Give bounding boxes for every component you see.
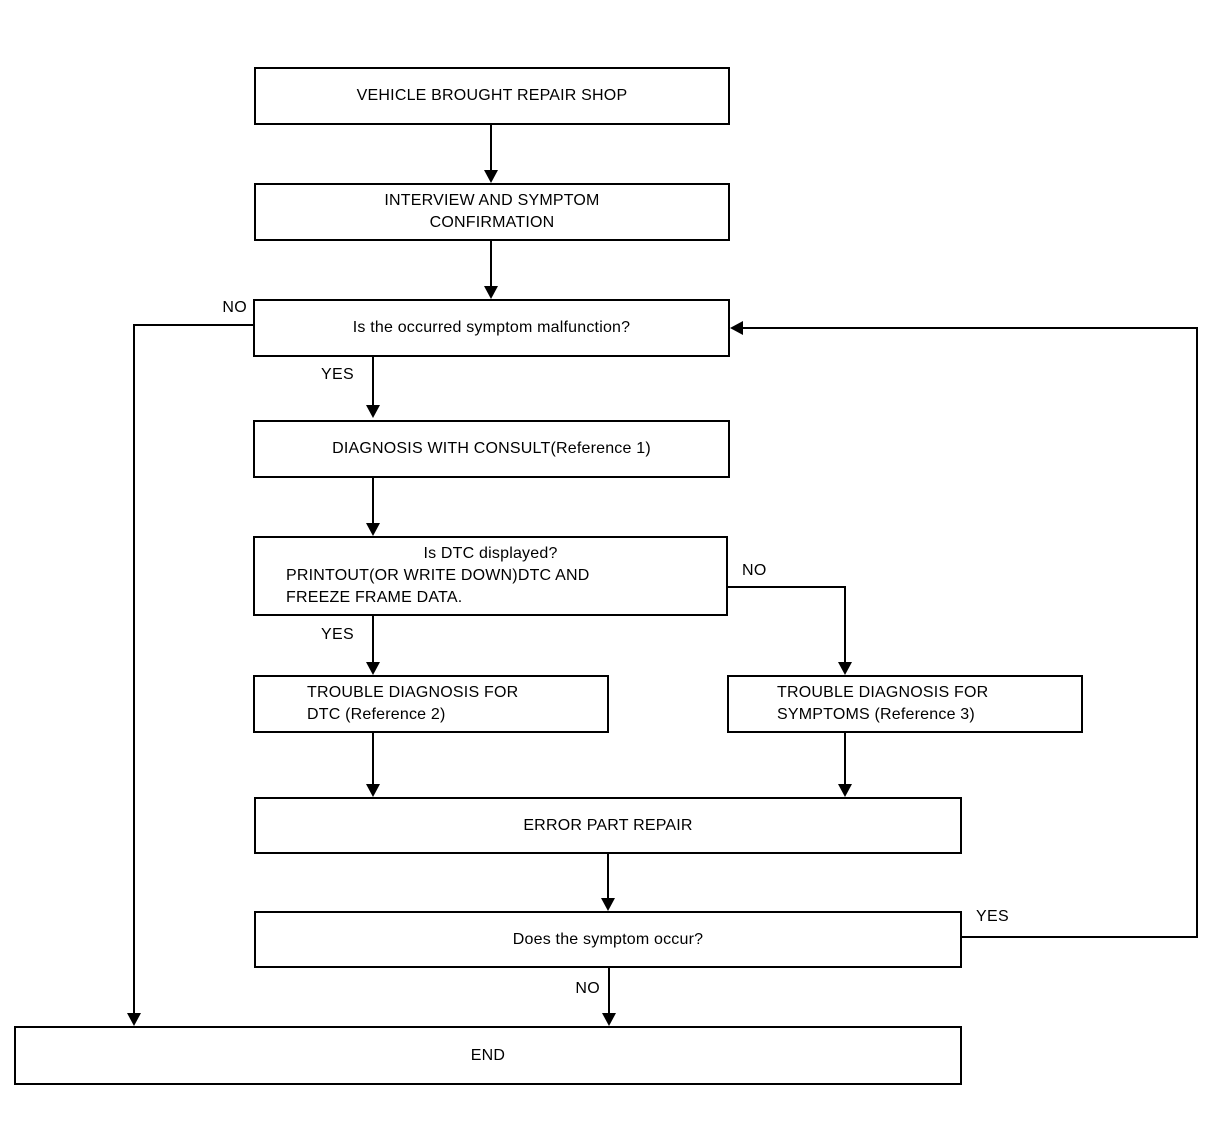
arrowhead-down-icon bbox=[838, 662, 852, 675]
edge-label-yes: YES bbox=[321, 366, 354, 383]
arrowhead-down-icon bbox=[127, 1013, 141, 1026]
connector-interview-symptom bbox=[490, 241, 492, 287]
node-label: DTC (Reference 2) bbox=[307, 706, 446, 723]
node-label: DIAGNOSIS WITH CONSULT(Reference 1) bbox=[332, 440, 651, 457]
arrowhead-down-icon bbox=[838, 784, 852, 797]
edge-label-yes: YES bbox=[976, 908, 1009, 925]
node-label: FREEZE FRAME DATA. bbox=[286, 589, 463, 606]
connector-no-left-horizontal bbox=[133, 324, 253, 326]
edge-label-no: NO bbox=[575, 980, 600, 997]
edge-label-no: NO bbox=[742, 562, 767, 579]
arrowhead-down-icon bbox=[366, 523, 380, 536]
node-label: CONFIRMATION bbox=[429, 214, 555, 231]
node-trouble-diagnosis-dtc: TROUBLE DIAGNOSIS FOR DTC (Reference 2) bbox=[253, 675, 609, 733]
connector-no-dtc-vertical bbox=[844, 586, 846, 663]
node-symptom-malfunction-question: Is the occurred symptom malfunction? bbox=[253, 299, 730, 357]
node-error-part-repair: ERROR PART REPAIR bbox=[254, 797, 962, 854]
node-diagnosis-with-consult: DIAGNOSIS WITH CONSULT(Reference 1) bbox=[253, 420, 730, 478]
connector-yes-dtc bbox=[372, 616, 374, 663]
connector-repair-occur bbox=[607, 854, 609, 899]
connector-consult-dtc bbox=[372, 478, 374, 524]
node-trouble-diagnosis-symptoms: TROUBLE DIAGNOSIS FOR SYMPTOMS (Referenc… bbox=[727, 675, 1083, 733]
node-label: TROUBLE DIAGNOSIS FOR bbox=[307, 684, 519, 701]
node-label: Does the symptom occur? bbox=[512, 930, 704, 948]
connector-no-dtc-horizontal bbox=[728, 586, 846, 588]
node-label: TROUBLE DIAGNOSIS FOR bbox=[777, 684, 989, 701]
connector-yes-return-vertical bbox=[1196, 327, 1198, 938]
arrowhead-down-icon bbox=[366, 662, 380, 675]
node-label: PRINTOUT(OR WRITE DOWN)DTC AND bbox=[286, 567, 590, 584]
arrowhead-down-icon bbox=[602, 1013, 616, 1026]
arrowhead-down-icon bbox=[366, 784, 380, 797]
node-label: Is the occurred symptom malfunction? bbox=[352, 319, 631, 336]
connector-yes-return-top bbox=[742, 327, 1198, 329]
connector-symptoms-repair bbox=[844, 733, 846, 785]
arrowhead-down-icon bbox=[601, 898, 615, 911]
connector-no-end bbox=[608, 968, 610, 1014]
node-end: END bbox=[14, 1026, 962, 1085]
node-label: Is DTC displayed? bbox=[423, 545, 558, 562]
node-label: VEHICLE BROUGHT REPAIR SHOP bbox=[356, 87, 628, 104]
node-label: ERROR PART REPAIR bbox=[523, 816, 693, 834]
connector-no-left-vertical bbox=[133, 324, 135, 1014]
node-label: INTERVIEW AND SYMPTOM bbox=[384, 192, 600, 209]
arrowhead-left-icon bbox=[730, 321, 743, 335]
node-interview-symptom-confirmation: INTERVIEW AND SYMPTOM CONFIRMATION bbox=[254, 183, 730, 241]
arrowhead-down-icon bbox=[484, 286, 498, 299]
edge-label-yes: YES bbox=[321, 626, 354, 643]
node-symptom-occur-question: Does the symptom occur? bbox=[254, 911, 962, 968]
node-dtc-displayed-question: Is DTC displayed? PRINTOUT(OR WRITE DOWN… bbox=[253, 536, 728, 616]
connector-dtc-repair bbox=[372, 733, 374, 785]
edge-label-no: NO bbox=[222, 299, 247, 316]
arrowhead-down-icon bbox=[484, 170, 498, 183]
connector-vehicle-interview bbox=[490, 125, 492, 171]
connector-yes-consult bbox=[372, 357, 374, 406]
connector-yes-return-bottom bbox=[962, 936, 1198, 938]
node-vehicle-brought-repair-shop: VEHICLE BROUGHT REPAIR SHOP bbox=[254, 67, 730, 125]
arrowhead-down-icon bbox=[366, 405, 380, 418]
node-label: SYMPTOMS (Reference 3) bbox=[777, 706, 975, 723]
node-label: END bbox=[470, 1046, 506, 1064]
